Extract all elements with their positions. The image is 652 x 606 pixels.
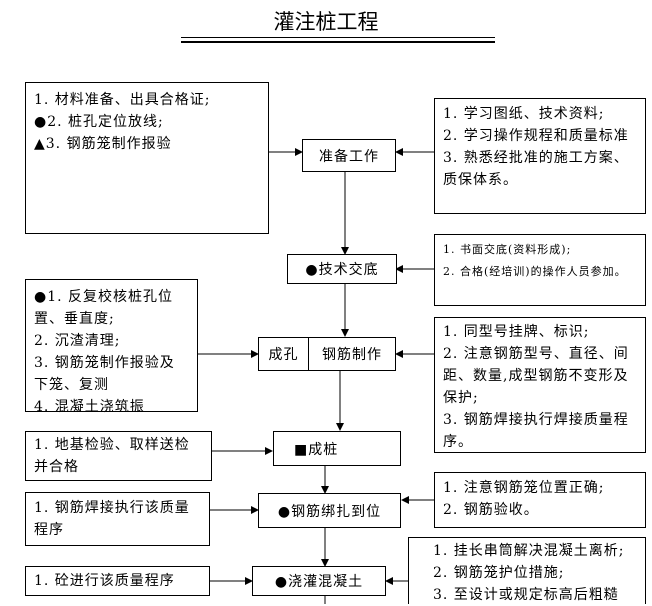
left-box2-line4: 4. 混凝土浇筑振 (34, 399, 145, 415)
right-box-pouring: 1. 挂长串筒解决混凝土离析; 2. 钢筋笼护位措施; 3. 至设计或规定标高后… (408, 537, 646, 604)
right-box2-line1: 1. 书面交底(资料形成); (443, 243, 572, 256)
right-box3-line1: 1. 同型号挂牌、标识; (443, 324, 590, 340)
process-pour-label: ●浇灌混凝土 (274, 574, 364, 590)
process-pile: ■成桩 (273, 431, 401, 466)
left-box3-line1: 1. 地基检验、取样送检并合格 (34, 437, 190, 475)
process-pile-label: ■成桩 (294, 441, 339, 458)
right-box4-line2: 2. 钢筋验收。 (443, 502, 539, 518)
process-pour: ●浇灌混凝土 (252, 566, 386, 596)
right-box5-line3: 3. 至设计或规定标高后粗糙 (433, 587, 619, 603)
right-box-study: 1. 学习图纸、技术资料; 2. 学习操作规程和质量标准 3. 熟悉经批准的施工… (434, 98, 646, 214)
right-box1-line3: 3. 熟悉经批准的施工方案、质保体系。 (443, 150, 629, 188)
left-box-foundation: 1. 地基检验、取样送检并合格 (25, 431, 212, 481)
process-bind-label: ●钢筋绑扎到位 (277, 503, 382, 520)
process-tech-label: ●技术交底 (305, 262, 379, 278)
right-box4-line1: 1. 注意钢筋笼位置正确; (443, 480, 605, 496)
left-box2-line3: 3. 钢筋笼制作报验及下笼、复测 (34, 355, 175, 393)
process-prepare: 准备工作 (302, 139, 396, 172)
left-box1-line1: 1. 材料准备、出具合格证; (34, 92, 211, 108)
left-box1-line2: ●2. 桩孔定位放线; (34, 114, 164, 130)
process-hole-cage: 成孔 钢筋制作 (258, 337, 396, 371)
left-box-materials: 1. 材料准备、出具合格证; ●2. 桩孔定位放线; ▲3. 钢筋笼制作报验 (25, 82, 269, 234)
left-box-concrete: 1. 砼进行该质量程序 (25, 566, 210, 596)
right-box3-line2: 2. 注意钢筋型号、直径、间距、数量,成型钢筋不变形及保护; (443, 346, 629, 406)
left-box2-line2: 2. 沉渣清理; (34, 333, 121, 349)
left-box2-line1: ●1. 反复校核桩孔位置、垂直度; (34, 289, 174, 327)
process-hole-label: 成孔 (268, 347, 299, 363)
right-box-cage-position: 1. 注意钢筋笼位置正确; 2. 钢筋验收。 (434, 472, 646, 528)
title-underline (181, 37, 495, 38)
process-bind: ●钢筋绑扎到位 (258, 493, 401, 528)
right-box-briefing: 1. 书面交底(资料形成); 2. 合格(经培训)的操作人员参加。 (434, 234, 646, 306)
left-box4-line1: 1. 钢筋焊接执行该质量程序 (34, 500, 190, 538)
right-box1-line1: 1. 学习图纸、技术资料; (443, 106, 605, 122)
left-box5-line1: 1. 砼进行该质量程序 (34, 573, 175, 589)
right-box5-line2: 2. 钢筋笼护位措施; (433, 565, 565, 581)
process-cage-label: 钢筋制作 (322, 347, 382, 363)
process-hole: 成孔 (259, 338, 309, 370)
right-box5-line1: 1. 挂长串筒解决混凝土离析; (433, 543, 625, 559)
right-box2-line2: 2. 合格(经培训)的操作人员参加。 (443, 265, 627, 278)
process-tech: ●技术交底 (287, 254, 397, 284)
page-title: 灌注桩工程 (273, 10, 379, 34)
process-prepare-label: 准备工作 (319, 148, 379, 165)
left-box-hole-checks: ●1. 反复校核桩孔位置、垂直度; 2. 沉渣清理; 3. 钢筋笼制作报验及下笼… (25, 279, 198, 415)
left-box1-line3: ▲3. 钢筋笼制作报验 (34, 136, 172, 152)
right-box1-line2: 2. 学习操作规程和质量标准 (443, 128, 629, 144)
left-box-welding: 1. 钢筋焊接执行该质量程序 (25, 492, 210, 546)
right-box3-line3: 3. 钢筋焊接执行焊接质量程序。 (443, 412, 629, 450)
process-cage: 钢筋制作 (309, 338, 395, 370)
right-box-rebar: 1. 同型号挂牌、标识; 2. 注意钢筋型号、直径、间距、数量,成型钢筋不变形及… (434, 317, 646, 453)
title-underline-thick (181, 41, 495, 43)
